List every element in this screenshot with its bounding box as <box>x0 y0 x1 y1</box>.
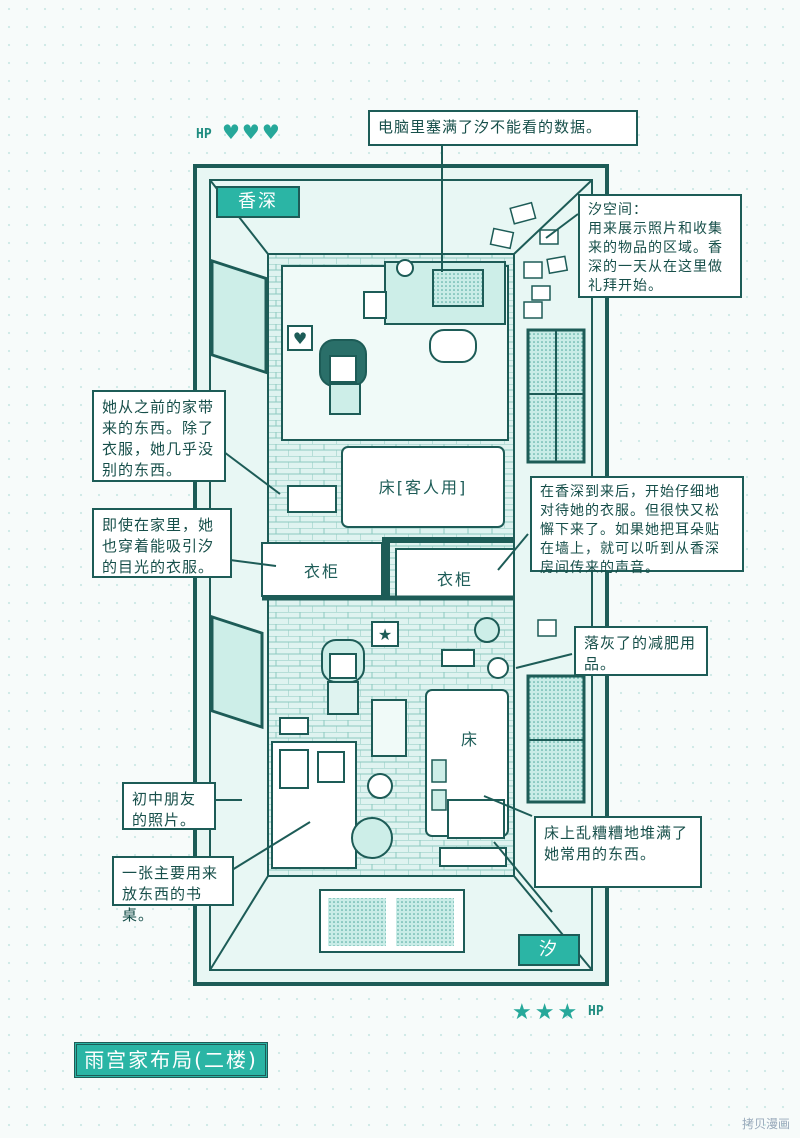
stars-icon: ★★★ <box>512 1000 581 1025</box>
guest-bed-label: 床[客人用] <box>378 478 468 497</box>
note-closet-side: 在香深到来后，开始仔细地对待她的衣服。但很快又松懈下来了。如果她把耳朵贴在墙上，… <box>530 476 744 576</box>
hp-label-bottom: HP <box>588 1004 604 1019</box>
closet-left-label: 衣柜 <box>303 562 340 581</box>
name-tag-shio: 汐 <box>518 934 580 966</box>
svg-text:♥: ♥ <box>293 329 307 348</box>
note-room-space: 汐空间： 用来展示照片和收集来的物品的区域。香深的一天从在这里做礼拜开始。 <box>578 194 742 298</box>
note-diet: 落灰了的减肥用品。 <box>574 626 708 676</box>
note-belongings: 她从之前的家带来的东西。除了衣服，她几乎没别的东西。 <box>92 390 226 482</box>
note-desk: 一张主要用来放东西的书桌。 <box>112 856 234 924</box>
note-clothes: 即使在家里，她也穿着能吸引汐的目光的衣服。 <box>92 508 232 578</box>
note-bed-clutter: 床上乱糟糟地堆满了她常用的东西。 <box>534 816 702 888</box>
watermark: 拷贝漫画 <box>741 1117 790 1131</box>
bed-label: 床 <box>460 730 479 749</box>
closet-right-label: 衣柜 <box>436 570 473 589</box>
note-computer: 电脑里塞满了汐不能看的数据。 <box>368 110 638 146</box>
svg-text:★: ★ <box>378 625 392 644</box>
hearts-icon: ♥♥♥ <box>222 120 282 144</box>
note-photo: 初中朋友的照片。 <box>122 782 216 830</box>
hp-label-top: HP <box>196 127 212 142</box>
name-tag-kashin: 香深 <box>216 186 300 218</box>
page-title: 雨宫家布局(二楼) <box>74 1042 268 1078</box>
